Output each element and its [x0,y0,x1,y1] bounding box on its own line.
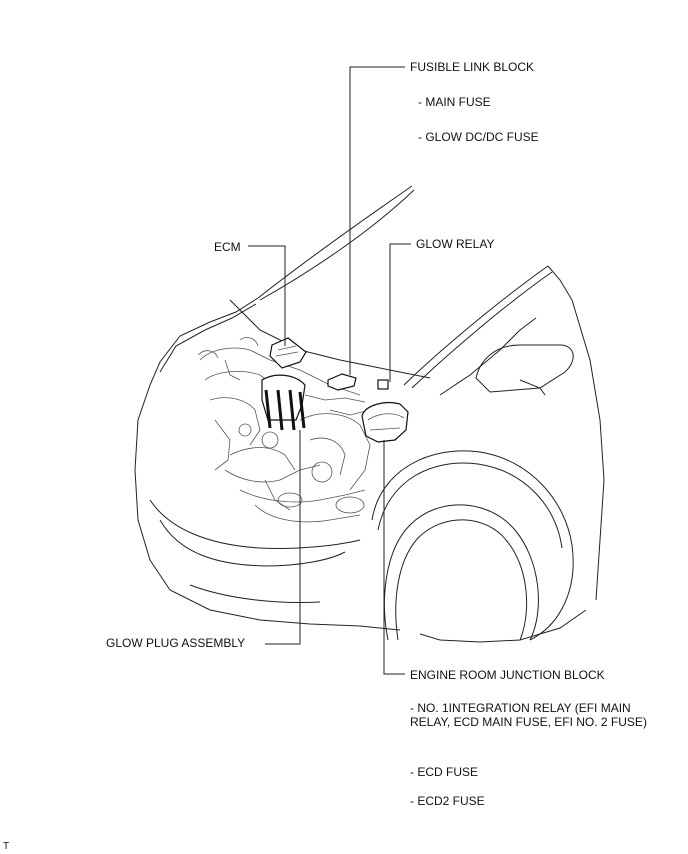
integration-relay-label: - NO. 1INTEGRATION RELAY (EFI MAIN RELAY… [410,701,647,729]
fusible-link-block-part [327,373,357,391]
engine-sketch [197,337,371,523]
fusible-link-block-label: FUSIBLE LINK BLOCK [410,60,535,74]
corner-mark: T [3,841,10,852]
ecm-label: ECM [214,240,241,254]
glow-plug-assembly-label: GLOW PLUG ASSEMBLY [106,636,246,650]
junction-block-part [361,402,409,443]
ecd-fuse-label: - ECD FUSE [410,765,479,779]
ecm-unit [269,337,307,369]
engine-room-junction-block-label: ENGINE ROOM JUNCTION BLOCK [410,668,605,682]
hood-outline [149,185,431,386]
front-wheel [371,450,574,641]
glow-relay-label: GLOW RELAY [416,237,495,251]
main-fuse-label: - MAIN FUSE [418,95,491,109]
glow-dcdc-fuse-label: - GLOW DC/DC FUSE [418,130,539,144]
bumper-outline [134,384,401,631]
body-outline [403,265,605,643]
leader-lines [248,66,411,675]
ecd2-fuse-label: - ECD2 FUSE [410,794,485,808]
glow-relay-part [377,379,389,390]
glow-plug-rods [261,374,306,431]
